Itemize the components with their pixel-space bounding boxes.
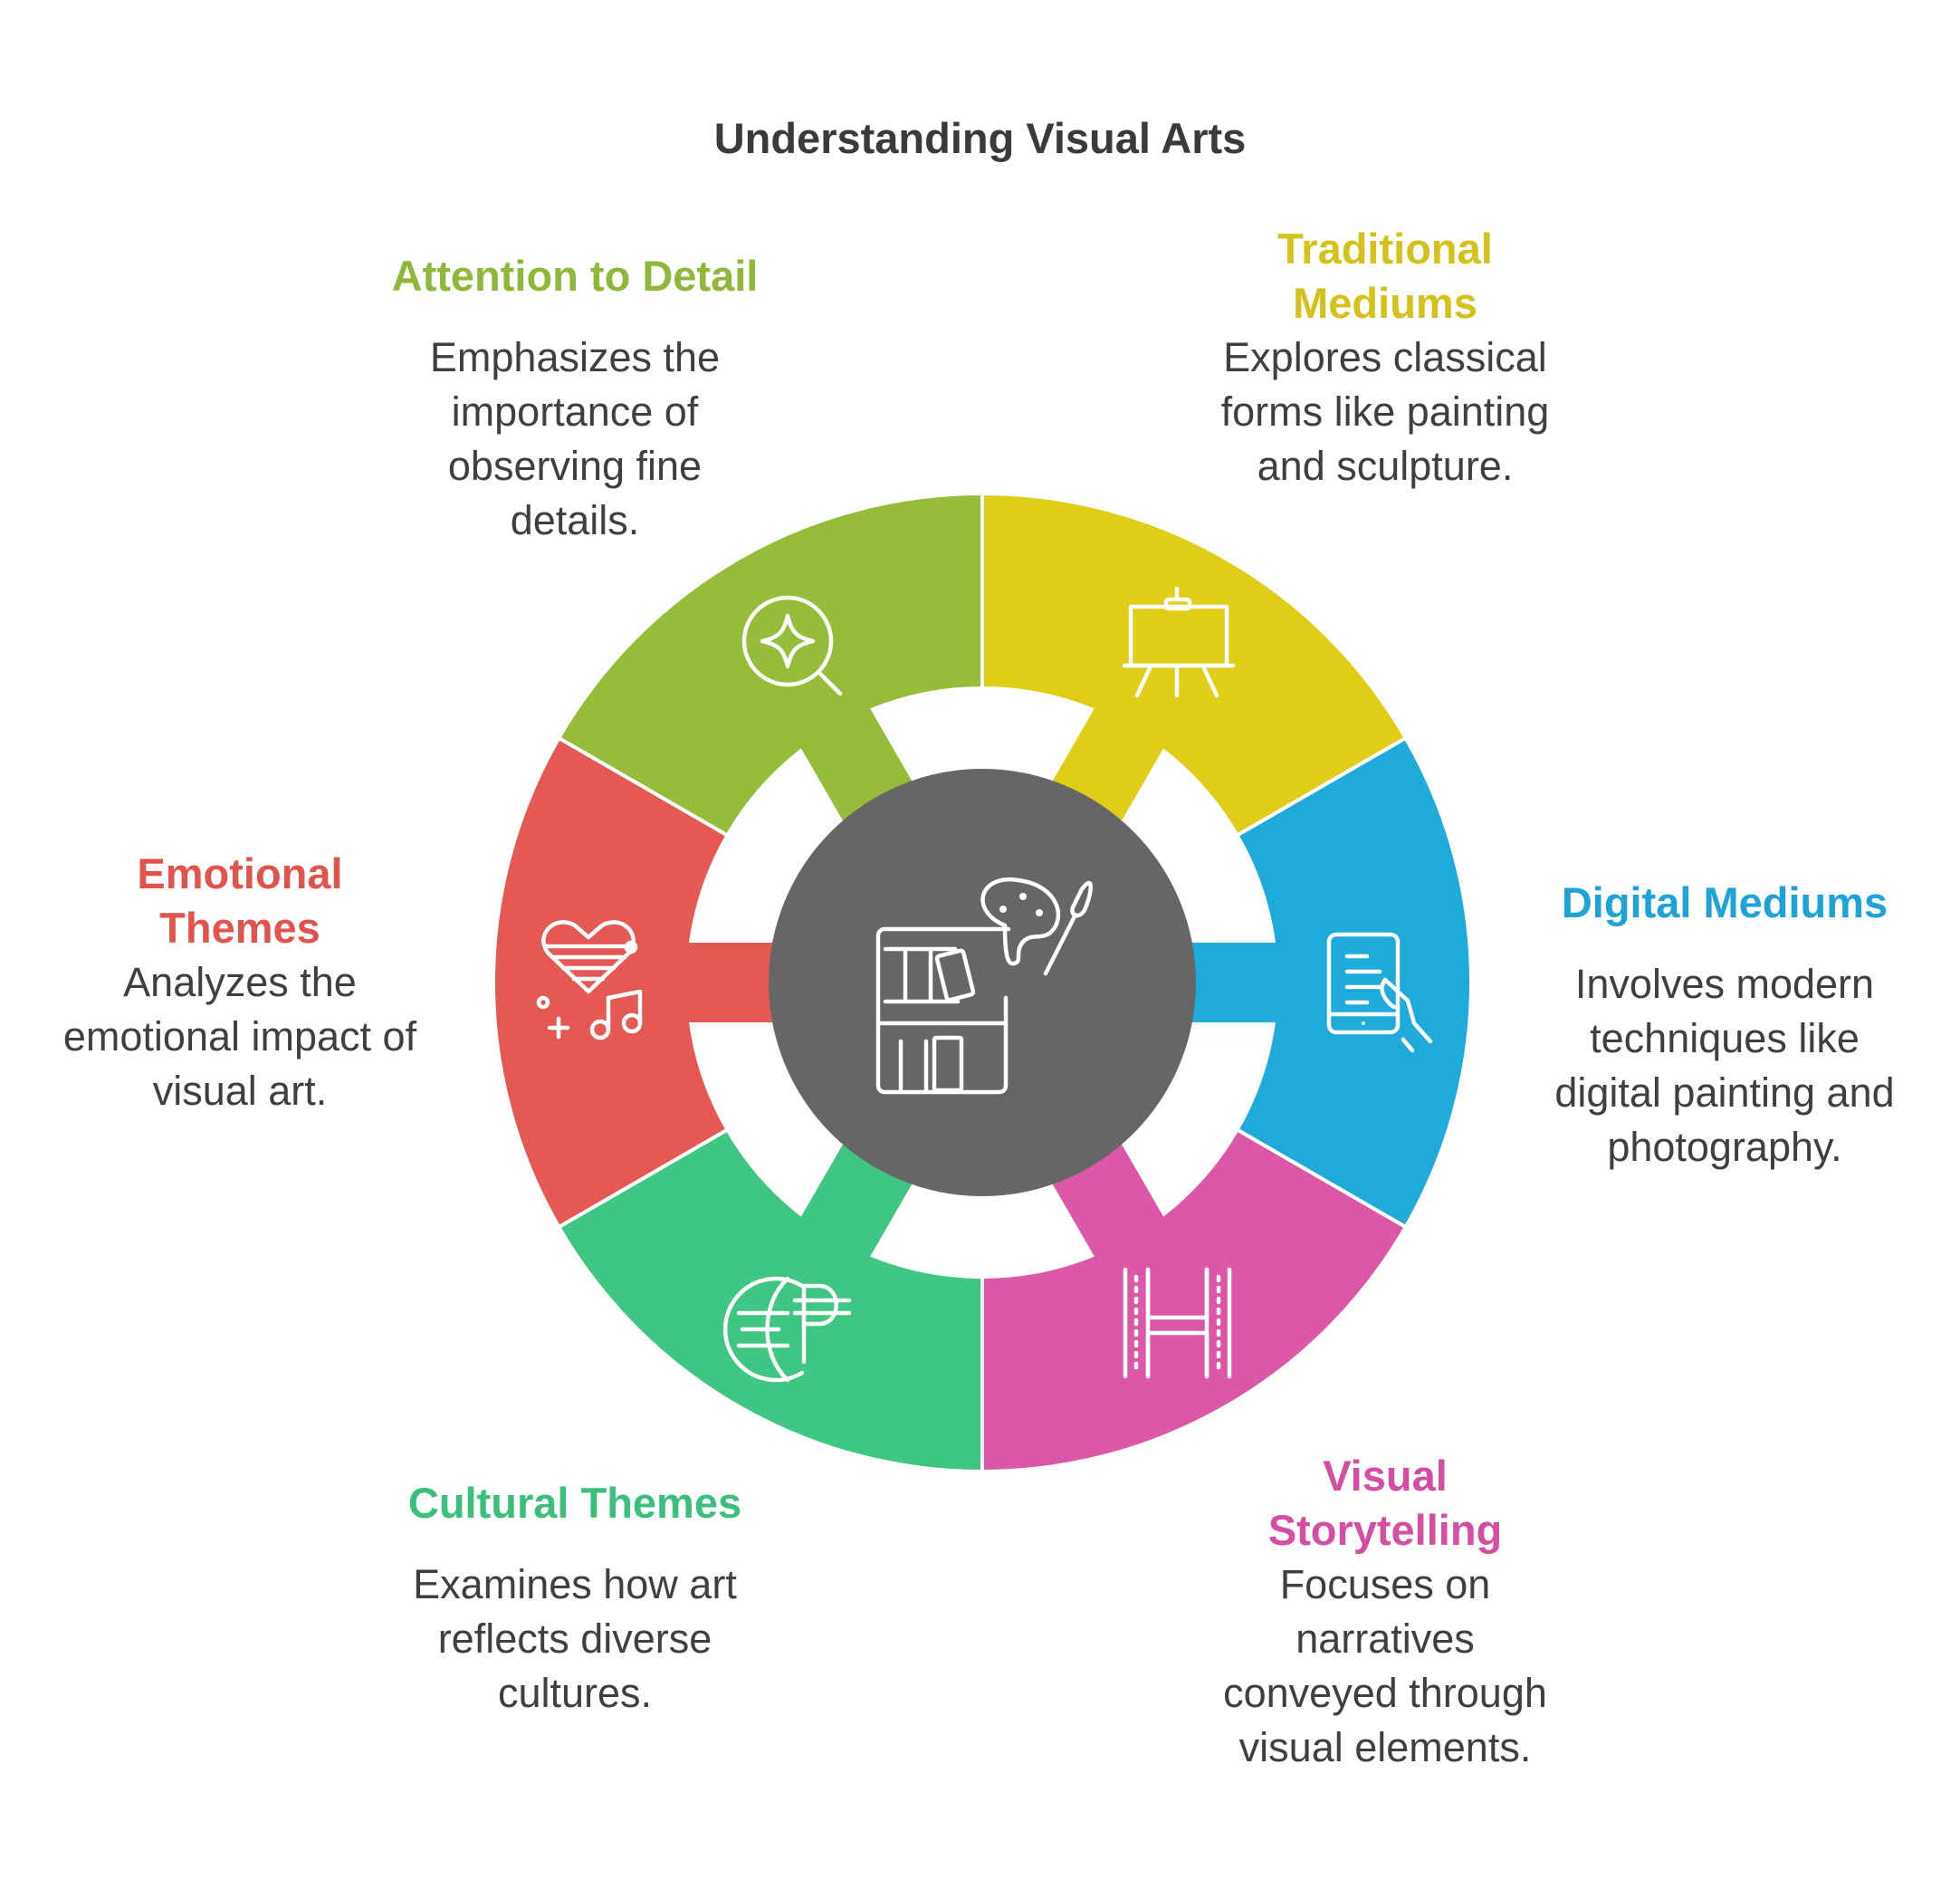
globe-currency-icon xyxy=(722,1276,852,1383)
segment-description-cultural: Examines how art reflects diverse cultur… xyxy=(413,1561,737,1716)
ring-segment-digital xyxy=(1175,735,1474,1230)
segment-text-storytelling: Visual Storytelling Focuses on narrative… xyxy=(1204,1449,1566,1775)
easel-icon xyxy=(1122,586,1236,698)
segment-text-cultural: Cultural Themes Examines how art reflect… xyxy=(385,1476,765,1721)
ring-segment-attention xyxy=(556,491,984,839)
art-supplies-icon xyxy=(875,877,1093,1095)
segment-text-emotional: Emotional Themes Analyzes the emotional … xyxy=(54,847,425,1118)
segment-heading-cultural: Cultural Themes xyxy=(407,1479,742,1527)
tablet-hand-icon xyxy=(1326,932,1433,1053)
segment-heading-digital: Digital Mediums xyxy=(1561,878,1888,926)
ring-segment-storytelling xyxy=(980,1126,1409,1474)
segment-text-traditional: Traditional Mediums Explores classical f… xyxy=(1186,222,1584,494)
segment-description-storytelling: Focuses on narratives conveyed through v… xyxy=(1223,1561,1547,1770)
segment-description-digital: Involves modern techniques like digital … xyxy=(1554,961,1895,1170)
segment-text-attention: Attention to Detail Emphasizes the impor… xyxy=(380,249,770,548)
film-strip-icon xyxy=(1123,1267,1232,1379)
segment-description-emotional: Analyzes the emotional impact of visual … xyxy=(62,959,417,1114)
segment-heading-storytelling: Visual Storytelling xyxy=(1267,1452,1503,1554)
magnifier-sparkle-icon xyxy=(741,595,843,696)
segment-heading-traditional: Traditional Mediums xyxy=(1277,225,1493,327)
segment-description-traditional: Explores classical forms like painting a… xyxy=(1220,334,1550,489)
ring-segment-emotional xyxy=(491,735,789,1230)
segment-heading-emotional: Emotional Themes xyxy=(137,849,343,952)
segment-heading-attention: Attention to Detail xyxy=(391,252,759,300)
segment-text-digital: Digital Mediums Involves modern techniqu… xyxy=(1539,876,1910,1174)
segment-description-attention: Emphasizes the importance of observing f… xyxy=(429,334,721,543)
page-title: Understanding Visual Arts xyxy=(713,114,1247,162)
center-hub xyxy=(769,769,1196,1196)
heart-music-icon xyxy=(536,920,643,1040)
